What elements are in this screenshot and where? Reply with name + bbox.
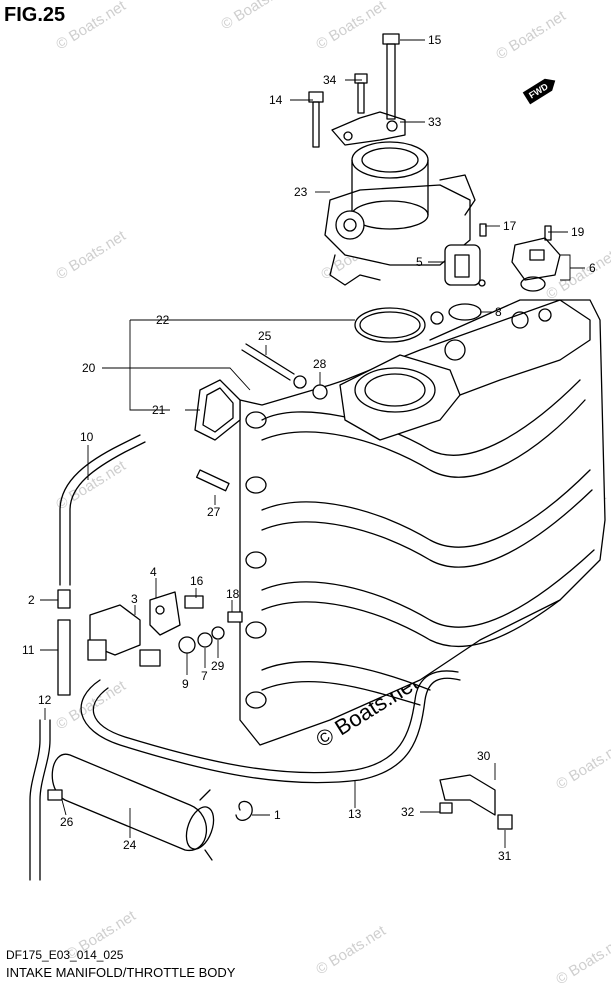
bolt-15 (382, 33, 400, 120)
callout-16: 16 (190, 574, 204, 588)
callout-33: 33 (428, 115, 442, 129)
callout-20: 20 (82, 361, 96, 375)
watermark: © Boats.net (553, 737, 611, 794)
callout-3: 3 (131, 592, 138, 606)
callout-8: 8 (495, 305, 502, 319)
canister-24 (51, 753, 215, 861)
callout-19: 19 (571, 225, 585, 239)
hose-11 (57, 619, 71, 696)
bracket-30 (439, 774, 496, 816)
callout-31: 31 (498, 849, 512, 863)
callout-7: 7 (201, 669, 208, 683)
callout-12: 12 (38, 693, 52, 707)
bolt-27 (195, 469, 230, 492)
watermark: © Boats.net (218, 0, 294, 33)
callout-32: 32 (401, 805, 415, 819)
callout-9: 9 (182, 677, 189, 691)
watermark: © Boats.net (553, 932, 611, 988)
bolt-14 (308, 91, 324, 148)
hose-10 (59, 434, 141, 586)
clamp-31 (497, 814, 513, 830)
washer-29 (211, 626, 225, 640)
joint-2 (57, 589, 71, 609)
callout-10: 10 (80, 430, 94, 444)
bolt-32 (439, 802, 453, 814)
hose-12 (29, 719, 51, 881)
callout-labels: 15 34 14 33 23 17 19 5 6 8 22 25 20 28 2… (22, 33, 596, 863)
callout-25: 25 (258, 329, 272, 343)
callout-6: 6 (589, 261, 596, 275)
leader-lines (40, 39, 585, 848)
callout-18: 18 (226, 587, 240, 601)
callout-24: 24 (123, 838, 137, 852)
stud-25 (241, 343, 295, 381)
nut-28 (312, 384, 328, 400)
watermark: © Boats.net (53, 457, 129, 514)
watermark: © Boats.net (313, 922, 389, 979)
watermark: © Boats.net (313, 0, 389, 53)
gasket-22 (354, 307, 426, 343)
callout-4: 4 (150, 565, 157, 579)
drawing-code: DF175_E03_014_025 (6, 948, 124, 962)
callout-26: 26 (60, 815, 74, 829)
intake-manifold (239, 299, 606, 746)
callout-28: 28 (313, 357, 327, 371)
o-ring-8 (448, 303, 482, 321)
watermark: © Boats.net (53, 677, 129, 734)
callout-5: 5 (416, 255, 423, 269)
callout-21: 21 (152, 403, 166, 417)
callout-13: 13 (348, 807, 362, 821)
callout-27: 27 (207, 505, 221, 519)
watermark: © Boats.net (53, 227, 129, 284)
callout-30: 30 (477, 749, 491, 763)
callout-17: 17 (503, 219, 517, 233)
callout-22: 22 (156, 313, 170, 327)
callout-15: 15 (428, 33, 442, 47)
callout-1: 1 (274, 808, 281, 822)
bolt-34 (354, 73, 368, 114)
bolt-26 (47, 789, 63, 801)
bolt-18 (227, 611, 243, 623)
diagram-title: INTAKE MANIFOLD/THROTTLE BODY (6, 965, 236, 980)
figure-label: FIG.25 (4, 4, 66, 26)
throttle-body (324, 141, 476, 286)
bracket-4 (149, 591, 181, 636)
gasket-21 (194, 379, 241, 441)
callout-23: 23 (294, 185, 308, 199)
collar-7 (197, 632, 213, 648)
callout-11: 11 (22, 643, 35, 657)
hose-13 (80, 677, 461, 784)
arrow-icon (522, 78, 556, 105)
grommet-9 (178, 636, 196, 654)
forward-direction-badge: FWD (522, 78, 556, 105)
sensor-5 (444, 244, 486, 287)
callout-34: 34 (323, 73, 337, 87)
watermark: © Boats.net (493, 7, 569, 64)
sensor-6 (511, 237, 561, 281)
valve-3 (87, 604, 161, 667)
callout-2: 2 (28, 593, 35, 607)
clip-1 (235, 800, 253, 821)
watermark: © Boats.net (53, 0, 129, 53)
callout-29: 29 (211, 659, 225, 673)
callout-14: 14 (269, 93, 283, 107)
bolt-16 (184, 595, 204, 609)
throttle-bracket (331, 111, 406, 146)
